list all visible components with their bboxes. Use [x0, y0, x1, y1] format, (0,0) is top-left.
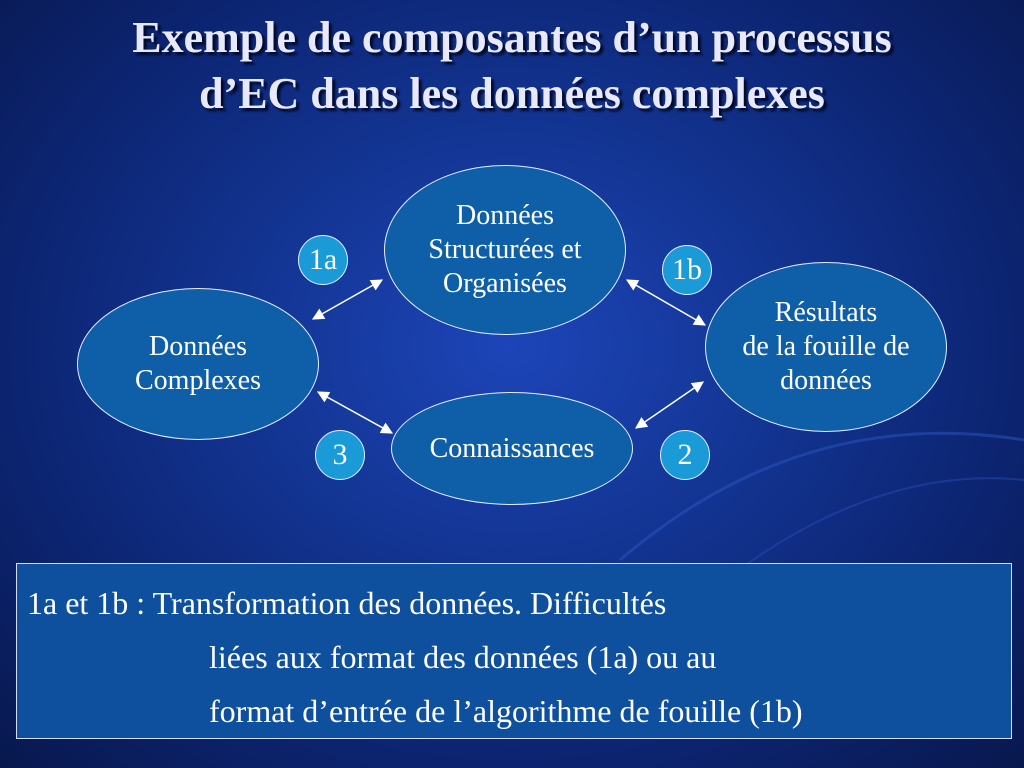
node-connaissances: Connaissances	[391, 392, 633, 505]
explanation-line-1: 1a et 1b : Transformation des données. D…	[27, 585, 667, 621]
arrow-3	[316, 391, 394, 434]
node-resultats: Résultats de la fouille de données	[705, 262, 947, 432]
arrow-1a	[311, 279, 384, 320]
explanation-box: 1a et 1b : Transformation des données. D…	[16, 563, 1012, 739]
slide-title-line-2: d’EC dans les données complexes	[199, 69, 825, 118]
badge-3: 3	[315, 430, 365, 480]
arrow-1b	[625, 279, 707, 326]
explanation-line-3: format d’entrée de l’algorithme de fouil…	[209, 693, 803, 729]
node-donnees-structurees: Données Structurées et Organisées	[384, 165, 626, 335]
arrow-2	[635, 381, 704, 429]
slide-title-line-1: Exemple de composantes d’un processus	[132, 13, 892, 62]
badge-1b: 1b	[662, 245, 712, 295]
badge-1a: 1a	[298, 235, 348, 285]
node-donnees-complexes: Données Complexes	[77, 288, 319, 440]
badge-2: 2	[660, 430, 710, 480]
explanation-line-2: liées aux format des données (1a) ou au	[209, 639, 717, 675]
slide-title: Exemple de composantes d’un processus d’…	[0, 10, 1024, 122]
